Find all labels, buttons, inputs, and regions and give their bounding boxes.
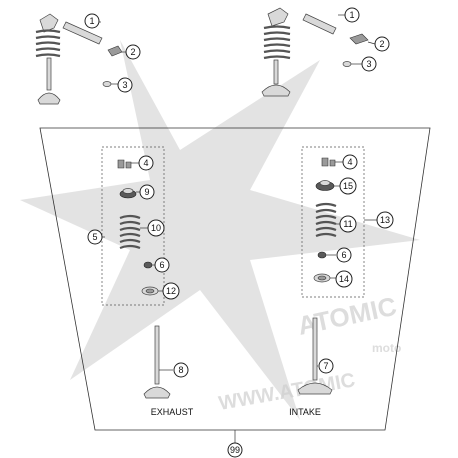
callout-4-intake: 4 [342, 154, 358, 170]
seal-exhaust [143, 261, 153, 269]
seat-exhaust-inner [145, 288, 155, 294]
callout-3-right: 3 [361, 56, 377, 72]
caption-intake: INTAKE [289, 407, 321, 417]
svg-text:1: 1 [349, 10, 354, 20]
rocker-arm-left [39, 13, 59, 33]
svg-text:13: 13 [380, 215, 390, 225]
callout-11: 11 [339, 215, 357, 233]
svg-text:11: 11 [343, 219, 352, 229]
callout-4-exhaust: 4 [138, 155, 154, 171]
callout-14: 14 [335, 270, 353, 288]
callout-7: 7 [318, 358, 334, 374]
svg-text:5: 5 [92, 232, 97, 242]
svg-text:99: 99 [230, 445, 240, 455]
callout-5: 5 [87, 229, 103, 245]
callout-3-left: 3 [117, 77, 133, 93]
inner-leaders [102, 161, 377, 371]
exhaust-valve-stem [154, 325, 160, 385]
svg-text:6: 6 [341, 250, 346, 260]
keeper-intake [321, 157, 336, 167]
callout-15: 15 [339, 177, 357, 195]
callout-2-left: 2 [125, 44, 141, 60]
retainer-exhaust-top [122, 188, 134, 194]
svg-text:12: 12 [166, 286, 176, 296]
callout-99: 99 [227, 442, 243, 458]
kit-frame [39, 127, 431, 431]
valve-stem-left [46, 57, 52, 91]
shim-right [342, 61, 352, 67]
svg-text:7: 7 [323, 361, 328, 371]
callout-13: 13 [376, 211, 394, 229]
watermark: ATOMIC moto WWW.ATOMIC [20, 40, 420, 420]
caption-exhaust: EXHAUST [151, 407, 194, 417]
svg-text:14: 14 [339, 274, 349, 284]
callout-6-intake: 6 [336, 247, 352, 263]
spring-right [263, 25, 291, 60]
rocker-arm-right [267, 7, 289, 27]
watermark-star [20, 40, 420, 420]
spring-left [35, 29, 61, 58]
rocker-shaft-left [62, 21, 103, 45]
svg-text:10: 10 [151, 223, 161, 233]
intake-kit-box [301, 146, 365, 298]
seat-intake-inner [317, 275, 327, 281]
intake-valve [297, 317, 333, 395]
intake-valve-head [297, 382, 333, 395]
svg-text:8: 8 [178, 365, 183, 375]
watermark-site: WWW.ATOMIC [217, 369, 357, 415]
adjuster-right [349, 33, 369, 45]
exhaust-valve-head [143, 386, 171, 399]
valve-spring-intake [315, 202, 337, 238]
callout-1-right: 1 [344, 7, 360, 23]
svg-text:3: 3 [122, 80, 127, 90]
rocker-assembly-right [261, 7, 369, 97]
svg-text:4: 4 [347, 157, 352, 167]
callout-9: 9 [139, 184, 155, 200]
exhaust-kit-parts [117, 159, 159, 296]
callout-10: 10 [147, 219, 165, 237]
valve-head-right [261, 84, 291, 97]
callout-8: 8 [173, 362, 189, 378]
keeper-exhaust [117, 159, 132, 169]
svg-text:15: 15 [343, 181, 353, 191]
svg-text:9: 9 [144, 187, 149, 197]
watermark-moto: moto [372, 341, 401, 355]
callout-12: 12 [162, 282, 180, 300]
watermark-logo: ATOMIC [295, 291, 399, 341]
svg-text:2: 2 [130, 47, 135, 57]
seal-intake [317, 251, 327, 259]
retainer-intake-top [319, 180, 331, 186]
svg-text:4: 4 [143, 158, 148, 168]
shim-left [102, 81, 112, 87]
rocker-assembly-left [35, 13, 123, 105]
svg-text:3: 3 [366, 59, 371, 69]
svg-text:1: 1 [89, 16, 94, 26]
exhaust-valve [143, 325, 171, 399]
callout-6-exhaust: 6 [154, 257, 170, 273]
svg-text:6: 6 [159, 260, 164, 270]
valve-stem-right [273, 59, 279, 85]
adjuster-left [107, 45, 123, 57]
rocker-shaft-right [302, 13, 337, 35]
intake-valve-stem [312, 317, 318, 381]
valve-head-left [37, 92, 61, 105]
callout-2-right: 2 [374, 36, 390, 52]
valve-spring-exhaust [119, 214, 141, 250]
callout-1-left: 1 [84, 13, 100, 29]
svg-text:2: 2 [379, 39, 384, 49]
intake-kit-parts [313, 157, 337, 283]
